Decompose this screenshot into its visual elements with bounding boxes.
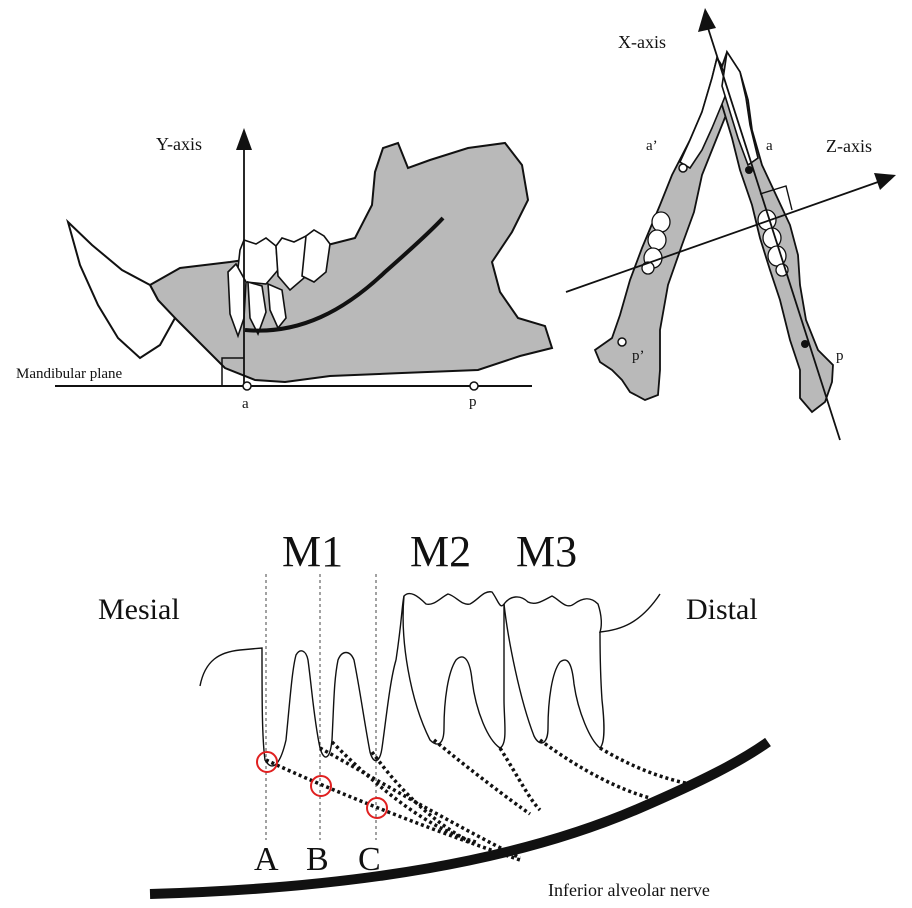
z-axis-label: Z-axis [826,136,872,156]
point-p-prime-label: p’ [632,348,645,364]
x-axis-label: X-axis [618,32,666,52]
point-a-marker [243,382,251,390]
m2-label: M2 [410,527,471,576]
y-axis-arrowhead [236,128,252,150]
tooth-outlines [200,592,660,766]
point-a-label: a [242,396,249,412]
z-axis-arrowhead [874,173,896,190]
point-a-marker-occlusal [745,166,753,174]
point-p-label: p [469,394,477,410]
point-p-label-occlusal: p [836,348,844,364]
m3-label: M3 [516,527,577,576]
point-a-label-occlusal: a [766,138,773,154]
reference-lines [266,574,376,840]
point-a-prime-marker [679,164,687,172]
tooth-root-diagram: M1 M2 M3 Mesial Distal [98,527,768,900]
point-a-root-label: A [254,841,279,878]
mandibular-plane-label: Mandibular plane [16,366,123,382]
distal-label: Distal [686,593,758,626]
point-c-root-label: C [358,841,381,878]
point-p-marker-occlusal [801,340,809,348]
inferior-alveolar-nerve [150,742,768,894]
root-canals [266,740,690,860]
mesial-label: Mesial [98,593,180,626]
occlusal-mandible-view: X-axis Z-axis a’ a p’ p [566,8,896,440]
point-p-prime-marker [618,338,626,346]
z-axis-line [566,182,878,292]
point-p-marker [470,382,478,390]
mandible-body [150,143,552,382]
y-axis-label: Y-axis [156,134,202,154]
nerve-label: Inferior alveolar nerve [548,880,710,900]
x-axis-arrowhead [698,8,716,32]
m1-label: M1 [282,527,343,576]
lateral-mandible-view: Y-axis Mandibular plane a p [16,128,552,412]
point-b-root-label: B [306,841,329,878]
x-axis-line [708,28,840,440]
point-a-prime-label: a’ [646,138,658,154]
